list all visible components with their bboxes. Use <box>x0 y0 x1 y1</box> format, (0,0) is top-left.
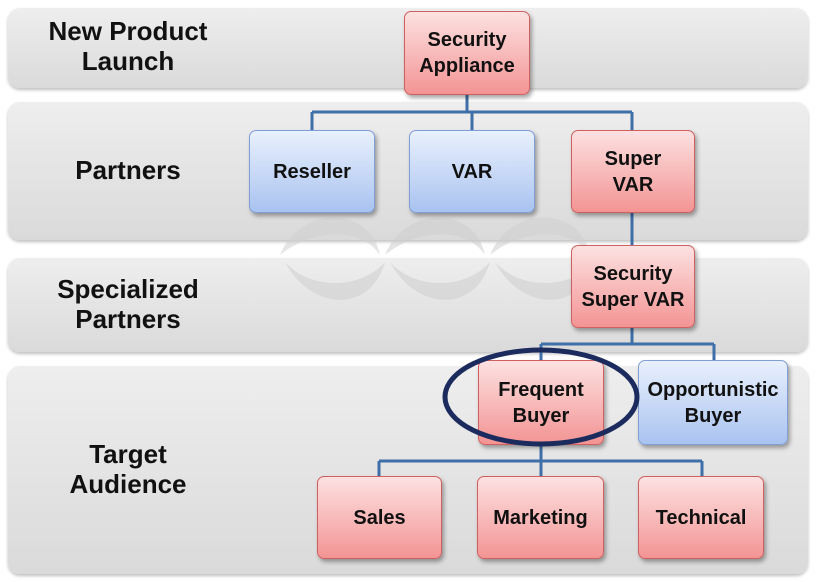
node-super-var: Super VAR <box>571 130 695 213</box>
node-security-appliance: Security Appliance <box>404 11 530 95</box>
node-marketing: Marketing <box>477 476 604 559</box>
node-security-super-var: Security Super VAR <box>571 245 695 328</box>
node-frequent-buyer: Frequent Buyer <box>478 360 604 445</box>
node-sales: Sales <box>317 476 442 559</box>
band-label-target-audience: Target Audience <box>69 439 187 499</box>
node-reseller: Reseller <box>249 130 375 213</box>
band-label-specialized-partners: Specialized Partners <box>57 274 199 334</box>
band-label-new-product-launch: New Product Launch <box>48 16 208 76</box>
node-opportunistic-buyer: Opportunistic Buyer <box>638 360 788 445</box>
node-var: VAR <box>409 130 535 213</box>
band-label-partners: Partners <box>75 155 181 185</box>
node-technical: Technical <box>638 476 764 559</box>
